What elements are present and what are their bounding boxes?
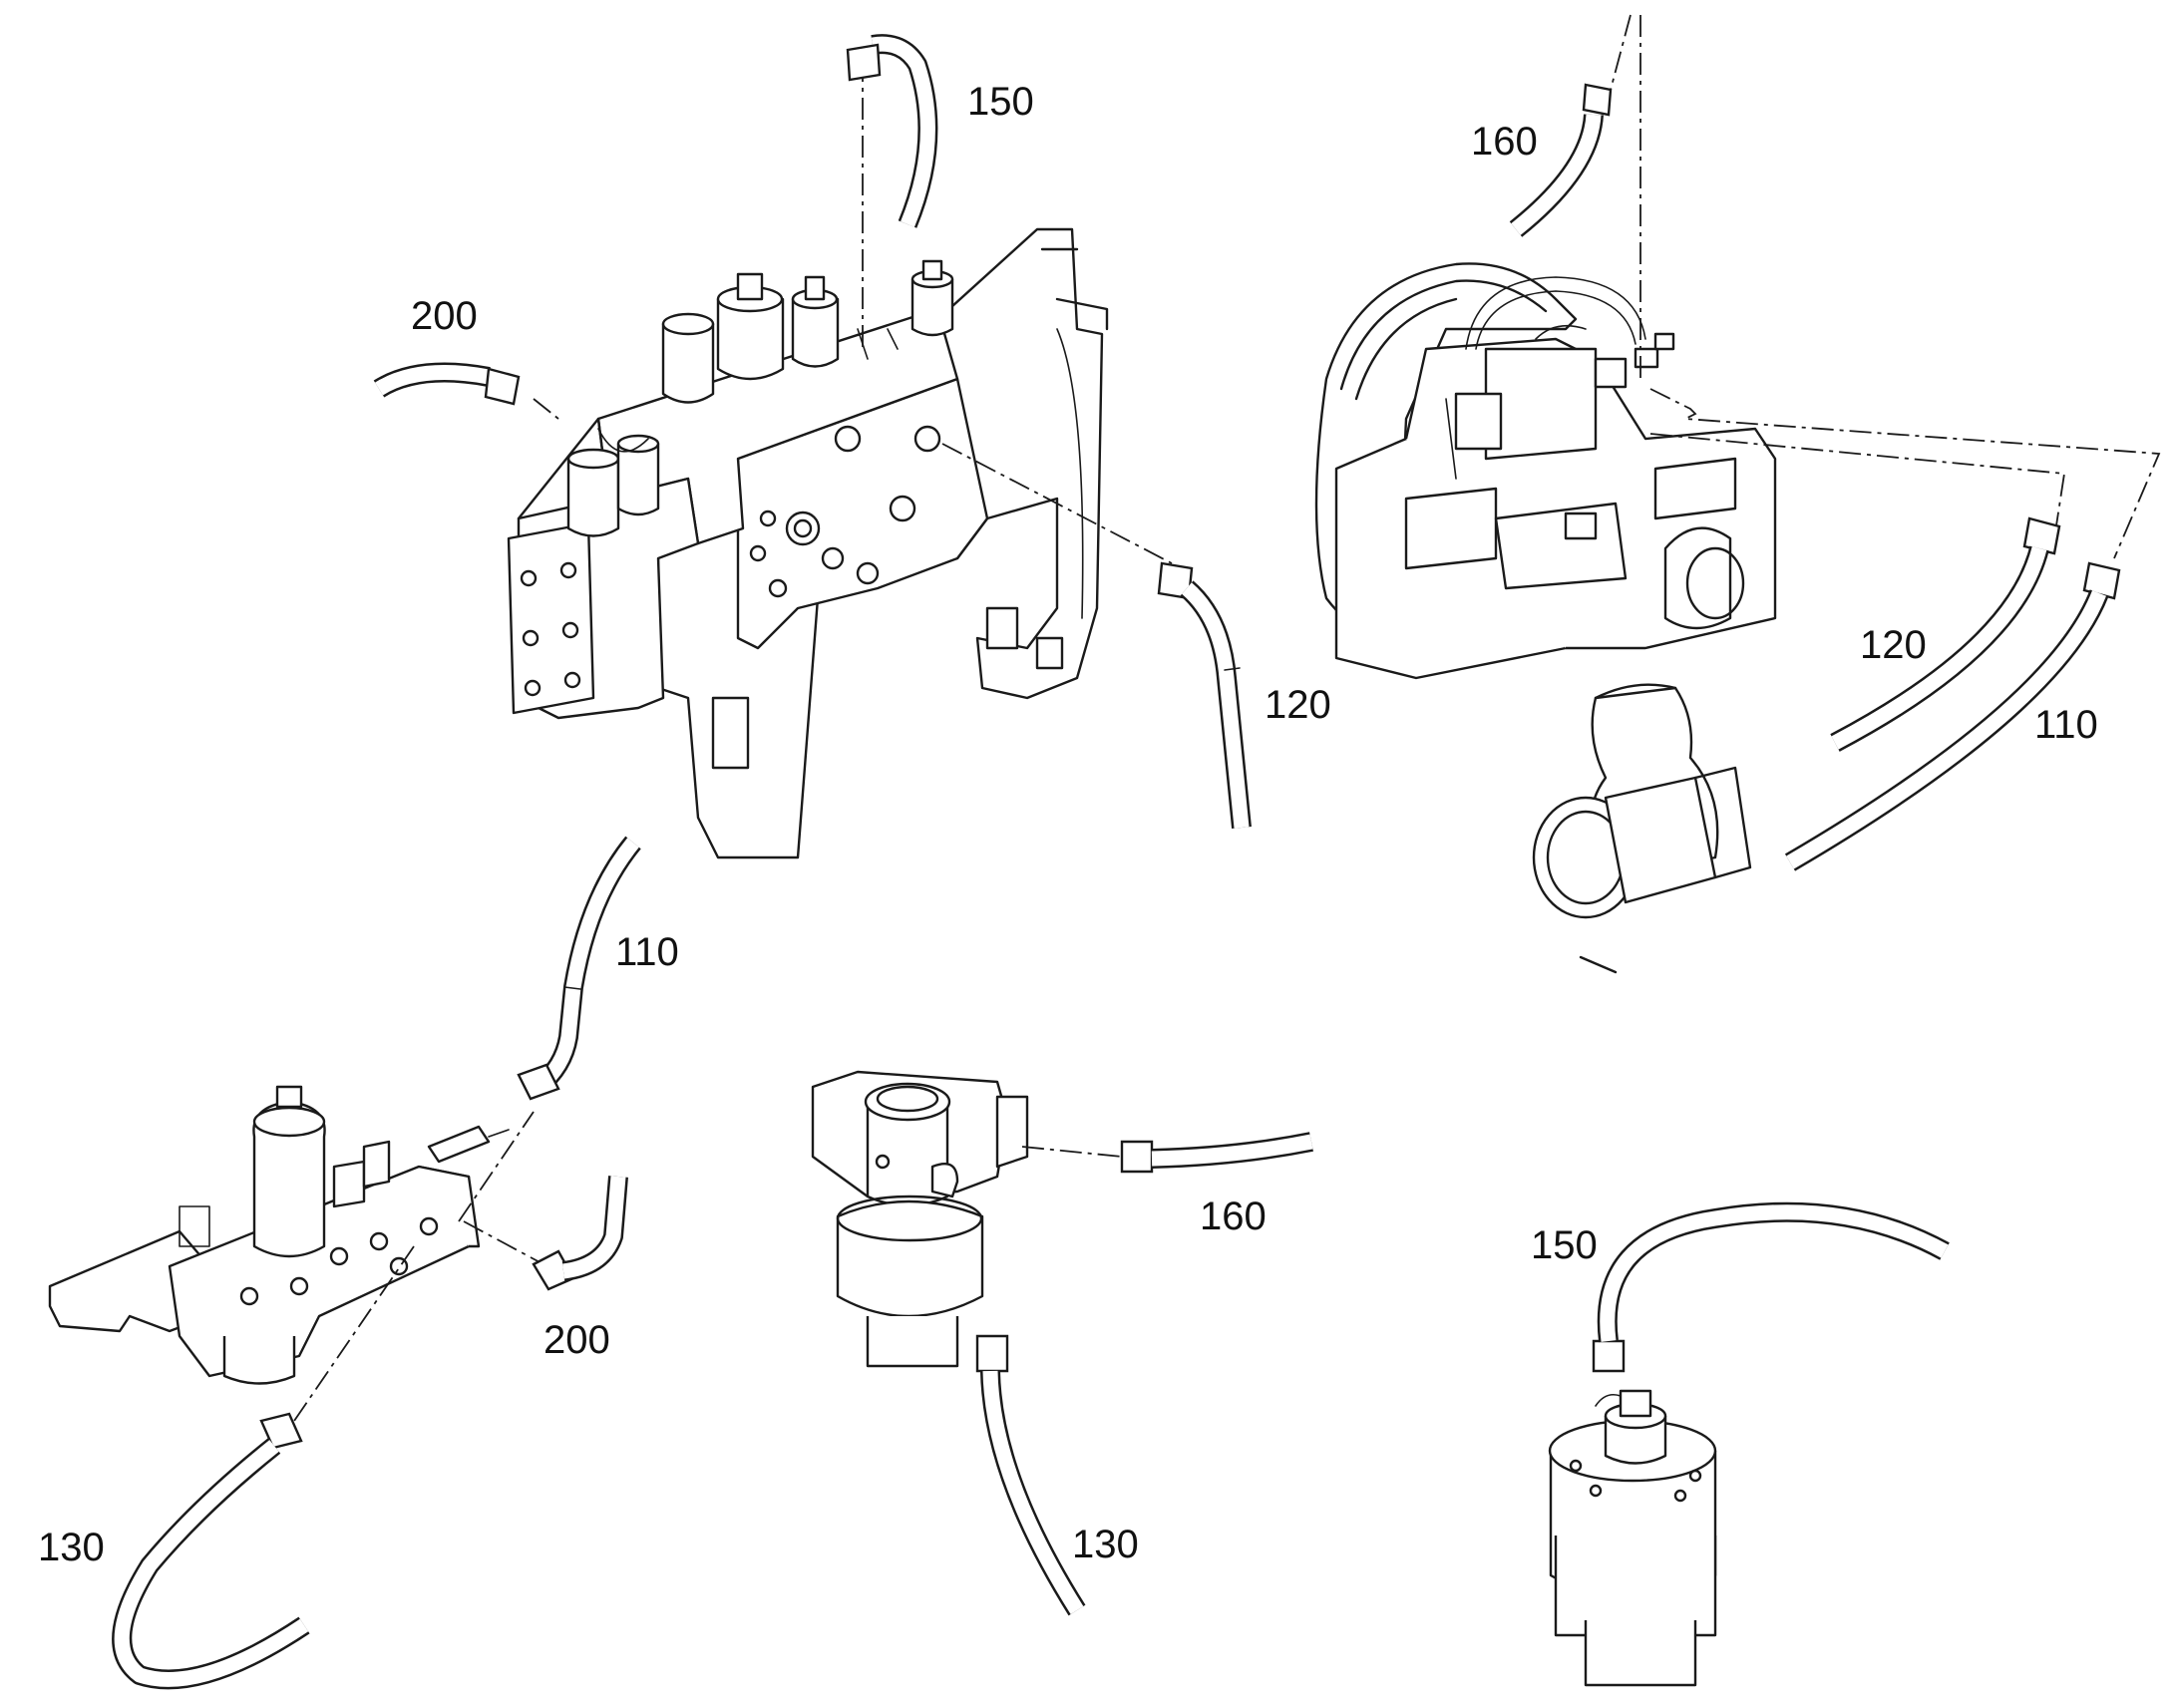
callout-160-bottom: 160 (1200, 1195, 1267, 1238)
callout-150-top: 150 (967, 80, 1034, 124)
callout-labels: 150 200 120 160 120 110 110 200 160 150 … (38, 80, 2098, 1569)
hose-200-bottom (532, 1176, 628, 1291)
hose-200-top (373, 362, 521, 406)
hose-150-top (846, 34, 938, 228)
hose-150-bottom (1592, 1201, 1950, 1373)
rotary-unit-bottom-right (1548, 1389, 1717, 1687)
hose-160-bottom (1120, 1132, 1313, 1174)
callout-200-bottom: 200 (544, 1318, 610, 1362)
manifold-block-bottom-left (48, 1085, 510, 1385)
pump-motor-assembly (1314, 262, 1777, 974)
callout-150-bottom: 150 (1531, 1223, 1598, 1267)
callout-130-center: 130 (1072, 1523, 1139, 1566)
hose-130-left (112, 1412, 310, 1690)
hose-120-mid (1157, 561, 1252, 829)
hose-120-right (1830, 516, 2061, 752)
callout-160-top: 160 (1471, 120, 1538, 164)
valve-cartridge-bottom-center (811, 1070, 1029, 1368)
callout-120-right: 120 (1860, 623, 1927, 667)
callout-110-left: 110 (615, 930, 679, 974)
hose-110-left (517, 836, 641, 1101)
hose-160-top (1509, 83, 1613, 237)
centerlines (293, 14, 2161, 1422)
valve-block-assembly (507, 227, 1109, 859)
callout-200-top: 200 (411, 294, 478, 338)
callout-110-right: 110 (2034, 703, 2098, 747)
callout-120-mid: 120 (1265, 683, 1331, 727)
hose-110-right (1784, 561, 2121, 871)
callout-130-left: 130 (38, 1526, 105, 1569)
hose-130-center (975, 1334, 1086, 1616)
